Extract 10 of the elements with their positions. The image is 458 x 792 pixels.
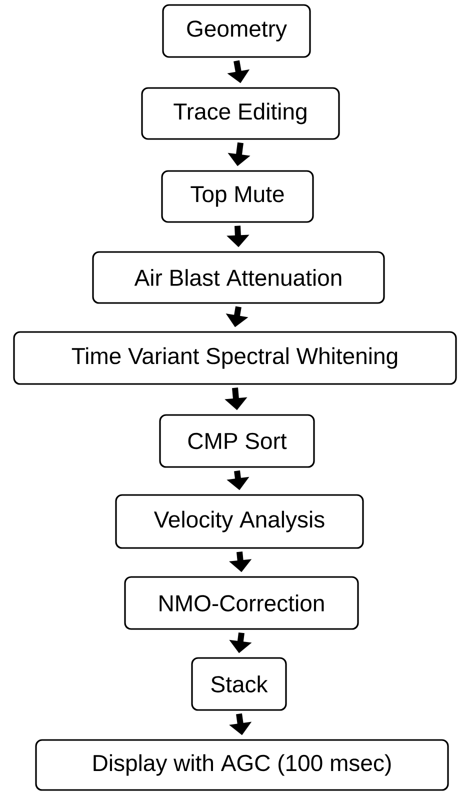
process-box: Display with AGC (100 msec) [35, 739, 449, 791]
process-box: Top Mute [161, 170, 314, 223]
process-box: Time Variant Spectral Whitening [13, 331, 457, 385]
process-box: Geometry [162, 4, 311, 58]
process-box: Stack [191, 657, 287, 711]
process-box: NMO-Correction [124, 576, 359, 630]
process-box: CMP Sort [159, 414, 315, 468]
process-box: Velocity Analysis [115, 494, 364, 549]
process-box: Trace Editing [141, 87, 340, 140]
process-box: Air Blast Attenuation [92, 251, 385, 304]
